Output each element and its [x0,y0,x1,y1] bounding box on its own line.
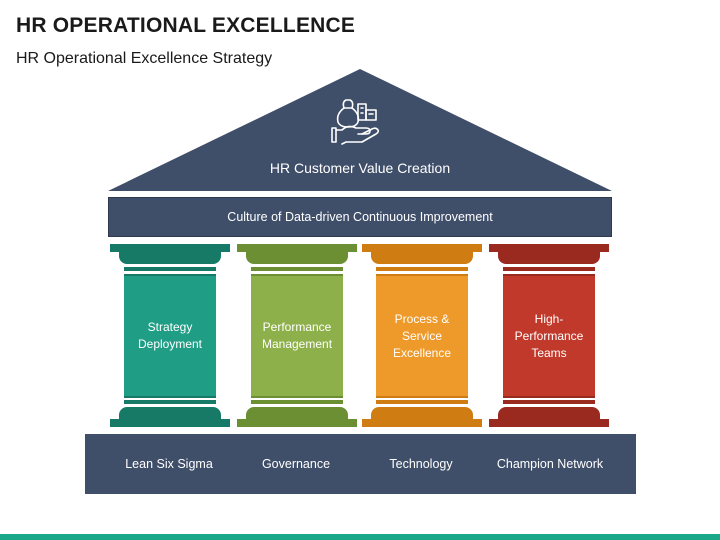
foundation-item-technology: Technology [389,457,453,471]
page-title: HR OPERATIONAL EXCELLENCE [16,14,356,37]
bottom-accent-bar [0,534,720,540]
pillar-base [498,407,600,419]
pillar-base-bottom [362,419,482,427]
pillar-ring [124,396,216,398]
roof [108,69,612,191]
pillar-base [246,407,348,419]
pillar-ring [376,267,468,271]
pillar-base-bottom [110,419,230,427]
pillar-ring [503,396,595,398]
page-subtitle: HR Operational Excellence Strategy [16,50,273,67]
pillar-capital-top [110,244,230,252]
pillar-ring [376,400,468,404]
pillar-base [371,407,473,419]
foundation-item-governance: Governance [261,457,331,471]
beam: Culture of Data-driven Continuous Improv… [108,197,612,237]
pillar-ring [503,274,595,276]
hand-money-building-icon [331,99,380,145]
pillar-ring [251,274,343,276]
pillar-ring [503,400,595,404]
foundation-item-champion-network: Champion Network [496,457,604,471]
pillar-capital [246,252,348,264]
pillar-ring [251,396,343,398]
pillar-capital-top [237,244,357,252]
pillar-ring [376,274,468,276]
pillar-base-bottom [489,419,609,427]
pillar-base-bottom [237,419,357,427]
pillar-base [119,407,221,419]
foundation: Lean Six Sigma Governance Technology Cha… [85,434,636,494]
pillar-capital-top [362,244,482,252]
pillar-ring [376,396,468,398]
pillar-ring [251,267,343,271]
pillar-capital [371,252,473,264]
foundation-item-lean-six-sigma: Lean Six Sigma [125,457,213,471]
roof-triangle [108,69,612,191]
pillar-ring [503,267,595,271]
pillar-capital [498,252,600,264]
pillar-ring [251,400,343,404]
pillar-capital [119,252,221,264]
pillar-capital-top [489,244,609,252]
pillar-ring [124,274,216,276]
pillar-ring [124,400,216,404]
roof-label: HR Customer Value Creation [269,160,451,176]
pillar-ring [124,267,216,271]
beam-label: Culture of Data-driven Continuous Improv… [227,210,493,224]
